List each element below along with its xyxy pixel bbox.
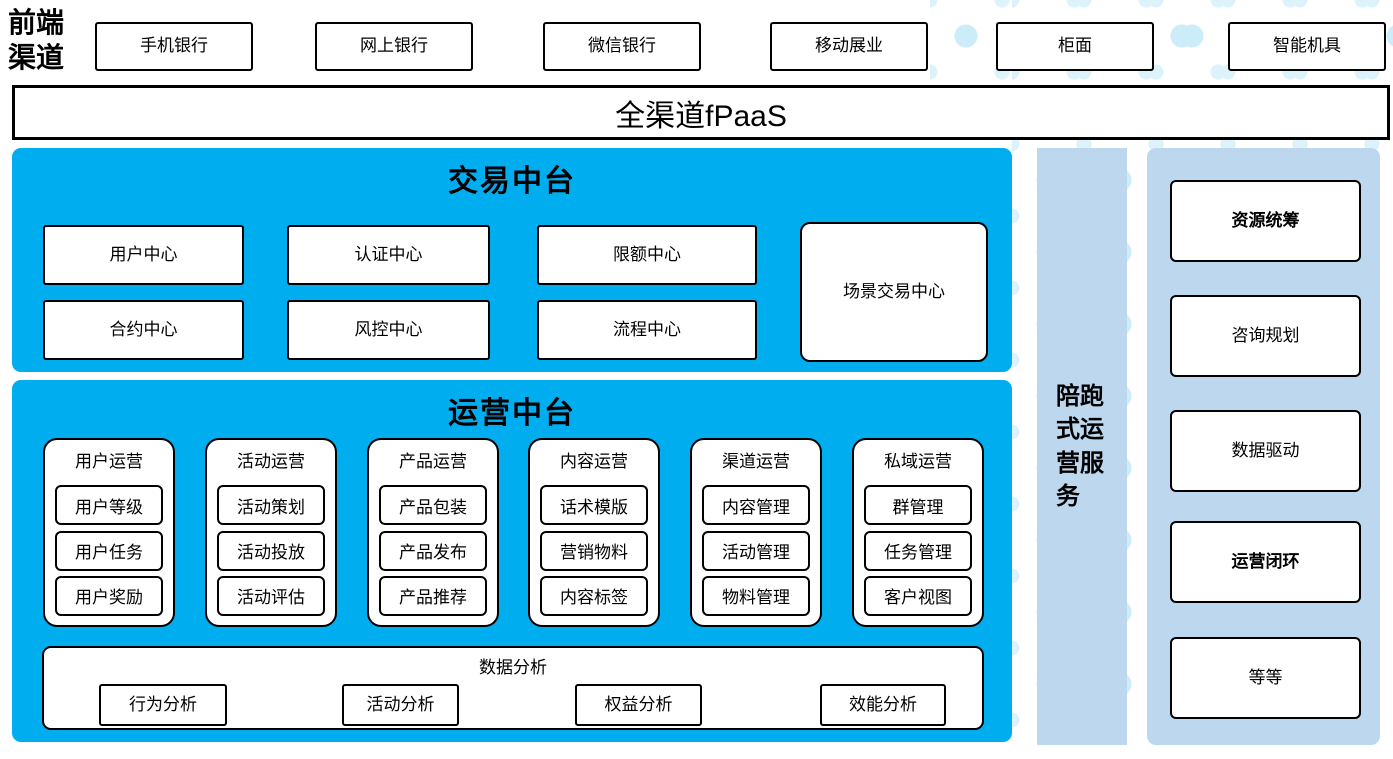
ops-item: 用户任务 — [55, 530, 163, 571]
service-data-driven: 数据驱动 — [1170, 410, 1361, 492]
analysis-efficiency: 效能分析 — [820, 684, 946, 726]
ops-column-title: 用户运营 — [75, 452, 143, 471]
ops-column-product: 产品运营 产品包装 产品发布 产品推荐 — [367, 438, 499, 627]
ops-column-channel: 渠道运营 内容管理 活动管理 物料管理 — [690, 438, 822, 627]
channel-counter: 柜面 — [996, 22, 1154, 71]
fpaas-bar: 全渠道fPaaS — [12, 85, 1390, 140]
ops-column-content: 内容运营 话术模版 营销物料 内容标签 — [528, 438, 660, 627]
ops-item: 用户奖励 — [55, 575, 163, 616]
ops-item: 营销物料 — [540, 530, 648, 571]
data-analysis-title: 数据分析 — [479, 658, 547, 677]
ops-item: 活动策划 — [217, 485, 325, 526]
center-user: 用户中心 — [43, 225, 244, 285]
ops-item: 活动管理 — [702, 530, 810, 571]
center-process: 流程中心 — [537, 300, 757, 360]
ops-item: 群管理 — [864, 485, 972, 526]
trade-platform-panel: 交易中台 用户中心 认证中心 限额中心 合约中心 风控中心 流程中心 场景交易中… — [12, 148, 1012, 372]
analysis-behavior: 行为分析 — [99, 684, 227, 726]
service-resource-planning: 资源统筹 — [1170, 180, 1361, 262]
service-panel: 资源统筹 咨询规划 数据驱动 运营闭环 等等 — [1147, 148, 1380, 745]
analysis-activity: 活动分析 — [342, 684, 459, 726]
service-ops-loop: 运营闭环 — [1170, 521, 1361, 603]
ops-column-title: 渠道运营 — [722, 452, 790, 471]
ops-item: 用户等级 — [55, 485, 163, 526]
ops-column-user: 用户运营 用户等级 用户任务 用户奖励 — [43, 438, 175, 627]
ops-item: 任务管理 — [864, 530, 972, 571]
companion-service-label: 陪跑 式运 营服 务 — [1056, 383, 1104, 510]
channel-online-banking: 网上银行 — [315, 22, 473, 71]
ops-column-title: 内容运营 — [560, 452, 628, 471]
ops-item: 产品包装 — [379, 485, 487, 526]
center-contract: 合约中心 — [43, 300, 244, 360]
trade-platform-title: 交易中台 — [448, 165, 576, 198]
ops-column-title: 私域运营 — [884, 452, 952, 471]
analysis-rights: 权益分析 — [575, 684, 702, 726]
service-consulting: 咨询规划 — [1170, 295, 1361, 377]
center-auth: 认证中心 — [287, 225, 490, 285]
ops-platform-panel: 运营中台 用户运营 用户等级 用户任务 用户奖励 活动运营 活动策划 活动投放 … — [12, 380, 1012, 742]
channel-mobile-banking: 手机银行 — [95, 22, 253, 71]
service-etc: 等等 — [1170, 637, 1361, 719]
companion-service-bar: 陪跑 式运 营服 务 — [1037, 148, 1127, 745]
ops-platform-title: 运营中台 — [448, 397, 576, 430]
ops-column-title: 活动运营 — [237, 452, 305, 471]
front-channels-label: 前端 渠道 — [8, 8, 65, 74]
center-scene-trade: 场景交易中心 — [800, 222, 988, 362]
channel-smart-devices: 智能机具 — [1228, 22, 1386, 71]
ops-column-title: 产品运营 — [399, 452, 467, 471]
channel-mobile-marketing: 移动展业 — [770, 22, 928, 71]
channel-wechat-banking: 微信银行 — [543, 22, 701, 71]
ops-column-private-domain: 私域运营 群管理 任务管理 客户视图 — [852, 438, 984, 627]
ops-item: 话术模版 — [540, 485, 648, 526]
ops-item: 客户视图 — [864, 575, 972, 616]
ops-item: 活动评估 — [217, 575, 325, 616]
ops-item: 内容标签 — [540, 575, 648, 616]
ops-item: 活动投放 — [217, 530, 325, 571]
ops-item: 物料管理 — [702, 575, 810, 616]
center-limit: 限额中心 — [537, 225, 757, 285]
ops-item: 产品发布 — [379, 530, 487, 571]
ops-item: 产品推荐 — [379, 575, 487, 616]
ops-item: 内容管理 — [702, 485, 810, 526]
ops-column-activity: 活动运营 活动策划 活动投放 活动评估 — [205, 438, 337, 627]
center-risk: 风控中心 — [287, 300, 490, 360]
data-analysis-box: 数据分析 行为分析 活动分析 权益分析 效能分析 — [42, 646, 984, 730]
